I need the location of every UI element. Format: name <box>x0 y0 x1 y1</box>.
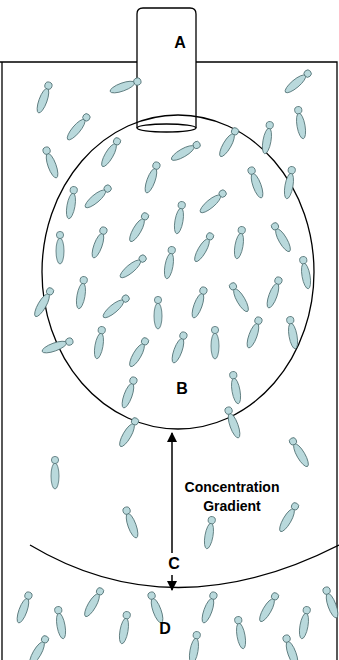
sperm-cell <box>270 221 293 253</box>
sperm-cell <box>294 106 308 139</box>
sperm-cell <box>265 276 284 309</box>
sperm-cell <box>224 406 243 439</box>
sperm-cell <box>322 586 339 619</box>
sperm-cell <box>192 231 215 263</box>
sperm-cell <box>283 68 313 95</box>
sperm-cell <box>15 591 34 624</box>
sperm-cell <box>99 136 122 168</box>
sperm-cell <box>27 634 50 660</box>
sperm-cell <box>35 81 54 114</box>
sperm-cell <box>127 336 150 368</box>
sperm-cell <box>83 183 113 210</box>
sperm-cell <box>118 611 132 644</box>
sperm-cell <box>41 337 74 356</box>
sperm-cell <box>147 591 166 624</box>
sperm-cell <box>261 121 275 154</box>
sperm-cell <box>32 286 55 318</box>
sperm-cell <box>118 253 148 280</box>
sperm-cell <box>188 631 202 660</box>
sperm-cell <box>283 166 297 199</box>
sperm-cell <box>200 591 219 624</box>
sperm-cell <box>288 436 311 468</box>
container-outline <box>0 62 337 660</box>
sperm-cell <box>217 126 240 158</box>
sperm-cell <box>117 416 140 448</box>
sperm-cell <box>163 246 177 279</box>
region-b <box>42 115 314 429</box>
sperm-cell <box>282 634 301 660</box>
sperm-cell <box>211 326 219 359</box>
sperm-cell <box>247 166 266 199</box>
sperm-cell <box>143 161 162 194</box>
sperm-cell <box>54 606 68 639</box>
sperm-cell <box>42 146 61 179</box>
sperm-cell <box>90 226 109 259</box>
sperm-cell <box>170 331 189 364</box>
tube <box>137 8 196 128</box>
sperm-cell <box>203 516 217 549</box>
sperm-cell <box>93 326 107 359</box>
sperm-cell <box>170 140 202 163</box>
sperm-cell <box>56 231 64 264</box>
region-letter: C <box>157 553 191 575</box>
sperm-cell <box>109 77 142 96</box>
sperm-cell <box>65 186 79 219</box>
gradient-label: Concentration Gradient <box>177 478 287 516</box>
sperm-cell <box>51 456 59 489</box>
sperm-cell <box>229 371 243 404</box>
sperm-cell <box>245 316 264 349</box>
sperm-cell <box>173 201 187 234</box>
sperm-cell <box>277 501 300 533</box>
sperm-cell <box>233 226 247 259</box>
sperm-cell <box>127 211 150 243</box>
region-letter: A <box>165 32 195 54</box>
sperm-cell <box>299 256 313 289</box>
sperm-cell <box>122 506 141 539</box>
sperm-cell <box>120 376 139 409</box>
sperm-cell <box>82 586 105 618</box>
region-letter: D <box>150 618 180 640</box>
sperm-cell <box>190 286 209 319</box>
sperm-cell <box>198 188 228 215</box>
tube-opening <box>137 124 196 132</box>
sperm-cell <box>298 606 312 639</box>
sperm-cell <box>257 591 280 623</box>
region-letter: B <box>167 378 197 400</box>
sperm-cell <box>286 316 300 349</box>
sperm-cell <box>75 276 89 309</box>
sperm-cell <box>228 281 251 313</box>
sperm-cell <box>154 296 162 329</box>
sperm-cell <box>101 293 131 320</box>
sperm-cell <box>234 616 248 649</box>
sperm-cell <box>65 112 92 142</box>
region-c-boundary <box>30 545 339 588</box>
